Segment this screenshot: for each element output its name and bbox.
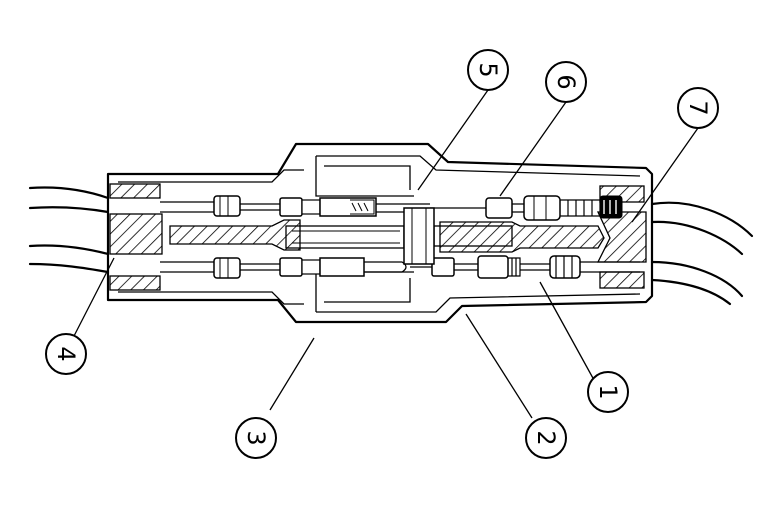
leader-lines <box>73 89 699 419</box>
left-cables <box>28 186 110 274</box>
callout-label: 3 <box>242 430 270 445</box>
callout-2: 2 <box>525 417 567 459</box>
callout-6: 6 <box>545 61 587 103</box>
callout-4: 4 <box>45 333 87 375</box>
callout-label: 1 <box>594 384 622 399</box>
right-cables <box>650 201 754 306</box>
upper-contact <box>160 195 623 221</box>
callout-label: 6 <box>552 74 580 89</box>
center-insert <box>169 219 605 253</box>
callout-7: 7 <box>677 87 719 129</box>
callout-5: 5 <box>467 49 509 91</box>
housing-inner-lines <box>118 155 641 313</box>
lower-contact <box>160 255 640 279</box>
callout-label: 7 <box>684 100 712 115</box>
callout-label: 2 <box>532 430 560 445</box>
left-grommet <box>109 183 163 291</box>
callout-label: 4 <box>52 346 80 361</box>
callout-3: 3 <box>235 417 277 459</box>
callout-1: 1 <box>587 371 629 413</box>
center-pin <box>403 207 435 265</box>
outer-housing <box>106 142 654 324</box>
callout-label: 5 <box>474 62 502 77</box>
